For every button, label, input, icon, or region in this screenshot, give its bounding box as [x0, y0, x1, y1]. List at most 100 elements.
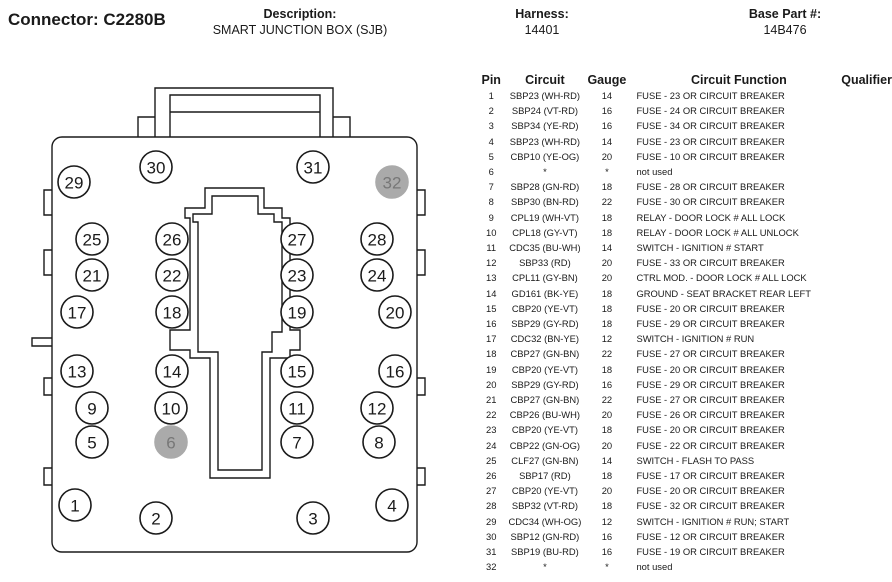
pin-number-label: 18: [163, 304, 182, 323]
cell-qualifier: [841, 407, 892, 422]
cell-pin: 24: [486, 439, 497, 451]
pin-circle: [155, 295, 189, 329]
latch-right-step: [333, 116, 351, 137]
cell-qualifier: [841, 255, 892, 270]
pin-circle: [378, 295, 412, 329]
cell-gauge: 18: [601, 318, 613, 330]
pin-13: 13: [60, 354, 94, 388]
cell-circuit: SBP29 (GY-RD): [511, 318, 579, 330]
pin-circle: [154, 425, 188, 459]
pin-5: 5: [75, 425, 109, 459]
pin-22: 22: [155, 258, 189, 292]
cell-qualifier: [841, 88, 892, 103]
pin-10: 10: [154, 391, 188, 425]
cell-qualifier: [841, 392, 892, 407]
table-header-row: Pin Circuit Gauge Circuit Function Quali…: [474, 72, 892, 88]
cell-gauge: 18: [601, 424, 613, 436]
cell-pin: 2: [488, 105, 494, 117]
cell-circuit: SBP30 (BN-RD): [511, 196, 579, 208]
cell-pin: 6: [488, 166, 494, 178]
pin-circle: [60, 354, 94, 388]
pin-number-label: 16: [386, 363, 405, 382]
cell-pin: 20: [486, 378, 497, 390]
cell-gauge: 18: [601, 181, 613, 193]
cell-qualifier: [841, 316, 892, 331]
harness-value: 14401: [524, 23, 560, 37]
pin-20: 20: [378, 295, 412, 329]
pin-12: 12: [360, 391, 394, 425]
pin-number-label: 1: [70, 497, 79, 516]
cell-pin: 3: [488, 120, 494, 132]
cell-pin: 9: [488, 211, 494, 223]
pin-9: 9: [75, 391, 109, 425]
pin-17: 17: [60, 295, 94, 329]
cell-gauge: 18: [601, 302, 613, 314]
pin-number-label: 26: [163, 231, 182, 250]
cell-circuit: CBP22 (GN-OG): [509, 439, 581, 451]
pin-table: Pin Circuit Gauge Circuit Function Quali…: [474, 72, 892, 575]
cell-circuit: CDC35 (BU-WH): [509, 242, 581, 254]
pin-circle: [75, 425, 109, 459]
pin-circle: [280, 295, 314, 329]
base-part-label: Base Part #:: [748, 7, 822, 21]
cell-function: FUSE - 19 OR CIRCUIT BREAKER: [636, 546, 785, 558]
cell-pin: 31: [486, 546, 497, 558]
pin-circle: [58, 488, 92, 522]
cell-qualifier: [841, 377, 892, 392]
description-value: SMART JUNCTION BOX (SJB): [212, 23, 388, 37]
cell-circuit: CDC34 (WH-OG): [508, 515, 582, 527]
cell-function: CTRL MOD. - DOOR LOCK # ALL LOCK: [636, 272, 807, 284]
pin-number-label: 2: [151, 510, 160, 529]
cell-gauge: 18: [601, 287, 613, 299]
pin-16: 16: [378, 354, 412, 388]
cell-pin: 5: [488, 150, 494, 162]
cell-circuit: SBP24 (VT-RD): [511, 105, 578, 117]
cell-qualifier: [841, 346, 892, 361]
cell-function: FUSE - 20 OR CIRCUIT BREAKER: [636, 302, 785, 314]
header-circuit-function: Circuit Function: [690, 73, 787, 87]
pin-31: 31: [296, 150, 330, 184]
cell-qualifier: [841, 422, 892, 437]
pin-number-label: 8: [374, 434, 383, 453]
pin-circle: [139, 501, 173, 535]
cell-qualifier: [841, 301, 892, 316]
cell-function: GROUND - SEAT BRACKET REAR LEFT: [636, 287, 811, 299]
cell-circuit: CBP20 (YE-VT): [511, 485, 578, 497]
harness-label: Harness:: [515, 7, 569, 21]
cell-circuit: CBP27 (GN-BN): [510, 348, 580, 360]
latch-left-step: [137, 116, 155, 137]
pin-circle: [155, 222, 189, 256]
header-gauge: Gauge: [587, 73, 627, 87]
cell-qualifier: [841, 514, 892, 529]
cell-function: FUSE - 10 OR CIRCUIT BREAKER: [636, 150, 785, 162]
cell-function: FUSE - 24 OR CIRCUIT BREAKER: [636, 105, 785, 117]
cell-function: FUSE - 22 OR CIRCUIT BREAKER: [636, 439, 785, 451]
cell-function: SWITCH - IGNITION # RUN; START: [636, 515, 790, 527]
pin-circle: [360, 222, 394, 256]
cell-pin: 29: [486, 515, 497, 527]
table-row: 6**not used: [474, 164, 892, 179]
cell-gauge: 18: [601, 470, 613, 482]
pin-18: 18: [155, 295, 189, 329]
cell-gauge: 22: [601, 394, 613, 406]
cell-gauge: 20: [601, 409, 613, 421]
side-tab: [417, 467, 426, 486]
cell-pin: 15: [486, 302, 497, 314]
pin-number-label: 21: [83, 267, 102, 286]
cell-qualifier: [841, 559, 892, 574]
cell-gauge: 16: [601, 378, 613, 390]
cell-function: FUSE - 34 OR CIRCUIT BREAKER: [636, 120, 785, 132]
cell-function: not used: [636, 166, 673, 178]
cell-pin: 1: [488, 90, 494, 101]
cell-gauge: 14: [601, 242, 613, 254]
